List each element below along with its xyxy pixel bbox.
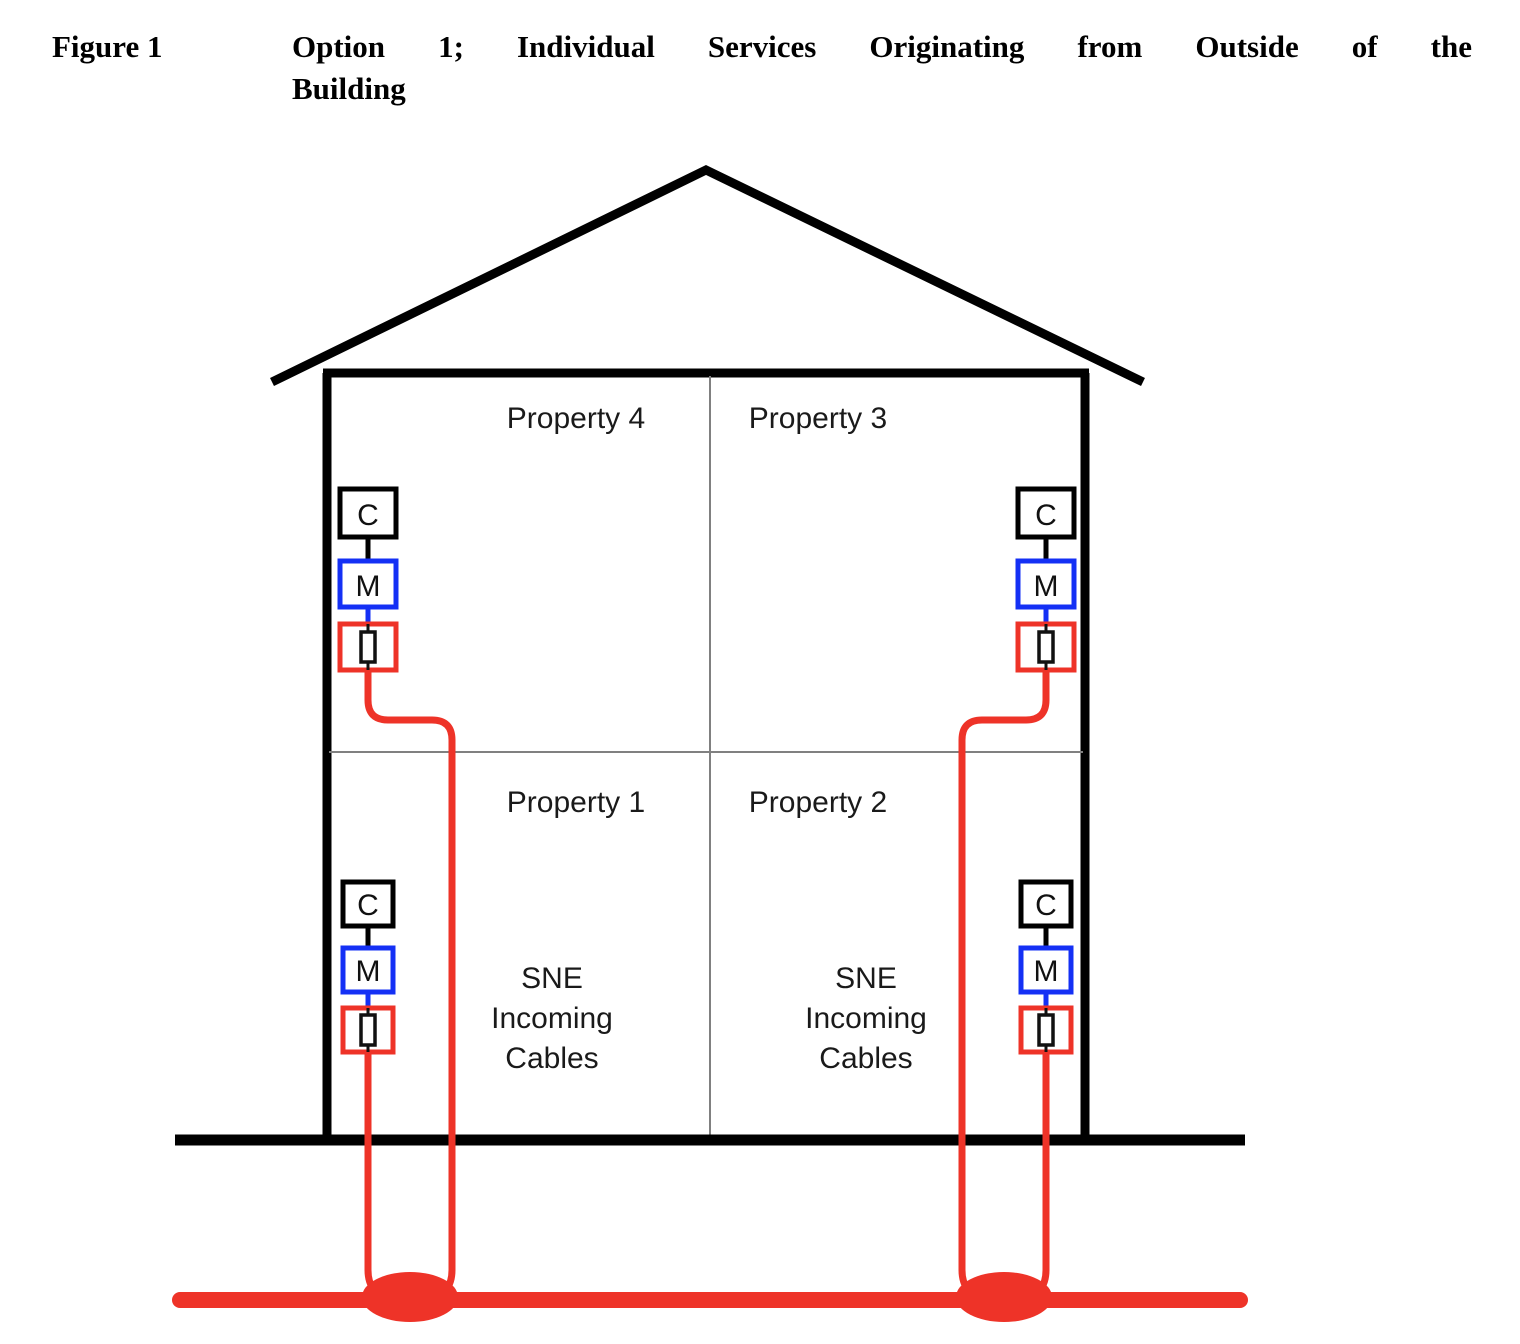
sne-right-line-3: Cables — [819, 1042, 912, 1075]
m-box-lower-right[interactable] — [1018, 945, 1074, 995]
building-outline — [270, 164, 1145, 1140]
equipment-stack-upper-right[interactable]: C M — [1015, 486, 1077, 673]
property-label-4: Property 4 — [507, 402, 645, 435]
roof-icon — [270, 164, 1145, 387]
junction-node-right — [956, 1272, 1052, 1322]
sne-left-line-1: SNE — [521, 962, 583, 995]
m-box-letter-lower-left: M — [356, 955, 381, 988]
property-label-2: Property 2 — [749, 786, 887, 819]
m-box-letter-upper-left: M — [356, 570, 381, 603]
m-box-letter-lower-right: M — [1034, 955, 1059, 988]
cable-property-2 — [1018, 1041, 1050, 1302]
equipment-stack-upper-left[interactable]: C M — [337, 486, 399, 673]
figure-title-line-1: Option 1; Individual Services Originatin… — [292, 29, 1472, 64]
splice-symbol-upper-left — [359, 630, 377, 664]
m-box-letter-upper-right: M — [1034, 570, 1059, 603]
sne-right-line-2: Incoming — [805, 1002, 927, 1035]
splice-symbol-lower-left — [359, 1013, 377, 1047]
figure-title-line-2: Building — [292, 71, 406, 107]
building-services-diagram: Property 4 Property 3 Property 1 Propert… — [0, 140, 1520, 1340]
sne-left-line-3: Cables — [505, 1042, 598, 1075]
property-label-3: Property 3 — [749, 402, 887, 435]
cable-property-1 — [364, 1041, 396, 1302]
equipment-stack-lower-right[interactable]: C M — [1018, 879, 1074, 1055]
figure-title: Option 1; Individual Services Originatin… — [292, 26, 1472, 110]
figure-caption: Figure 1 Option 1; Individual Services O… — [52, 26, 1472, 110]
equipment-stack-lower-left[interactable]: C M — [340, 879, 396, 1055]
splice-symbol-lower-right — [1037, 1013, 1055, 1047]
interior-dividers — [329, 376, 1083, 1137]
property-label-1: Property 1 — [507, 786, 645, 819]
sne-label-left: SNE Incoming Cables — [491, 962, 613, 1075]
c-box-letter-lower-right: C — [1035, 889, 1057, 922]
c-box-upper-right[interactable] — [1015, 486, 1077, 540]
c-box-letter-upper-right: C — [1035, 499, 1057, 532]
m-box-upper-right[interactable] — [1015, 558, 1077, 610]
c-box-letter-lower-left: C — [357, 889, 379, 922]
splice-symbol-upper-right — [1037, 630, 1055, 664]
m-box-upper-left[interactable] — [337, 558, 399, 610]
sne-label-right: SNE Incoming Cables — [805, 962, 927, 1075]
c-box-letter-upper-left: C — [357, 499, 379, 532]
junction-node-left — [362, 1272, 458, 1322]
cable-network — [364, 657, 1050, 1302]
figure-number-label: Figure 1 — [52, 29, 163, 64]
sne-left-line-2: Incoming — [491, 1002, 613, 1035]
sne-right-line-1: SNE — [835, 962, 897, 995]
